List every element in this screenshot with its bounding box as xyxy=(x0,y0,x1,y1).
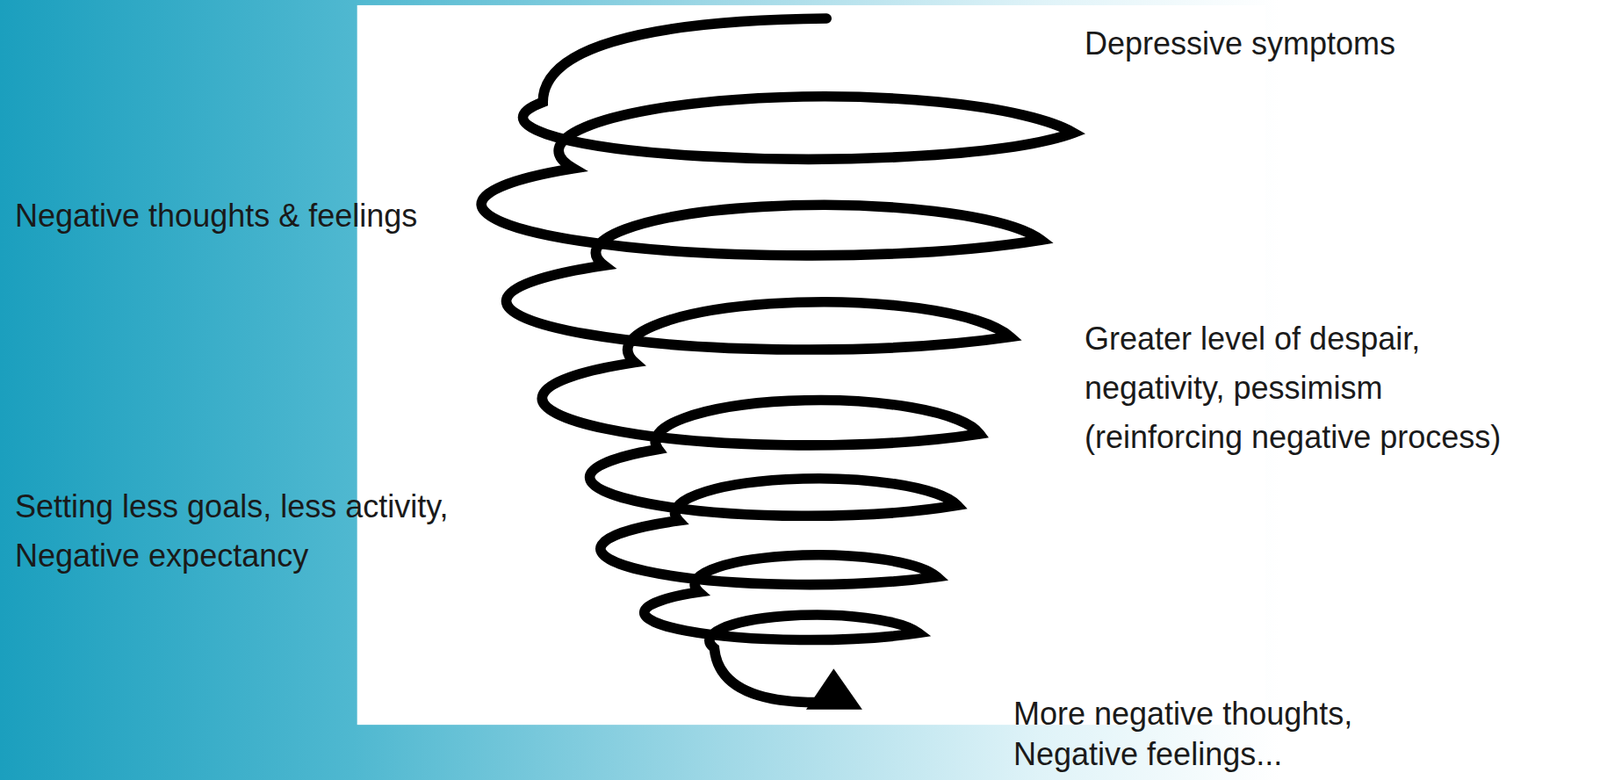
spiral-label: Greater level of despair, negativity, pe… xyxy=(1084,314,1507,462)
spiral-label: More negative thoughts, Negative feeling… xyxy=(1013,693,1359,775)
spiral-label: Negative thoughts & feelings xyxy=(14,191,424,241)
spiral-label: Setting less goals, less activity, Negat… xyxy=(14,482,455,581)
white-panel xyxy=(357,5,1266,725)
spiral-arrowhead xyxy=(806,668,863,709)
downward-spiral xyxy=(481,18,1074,703)
spiral-label: Depressive symptoms xyxy=(1084,19,1402,69)
